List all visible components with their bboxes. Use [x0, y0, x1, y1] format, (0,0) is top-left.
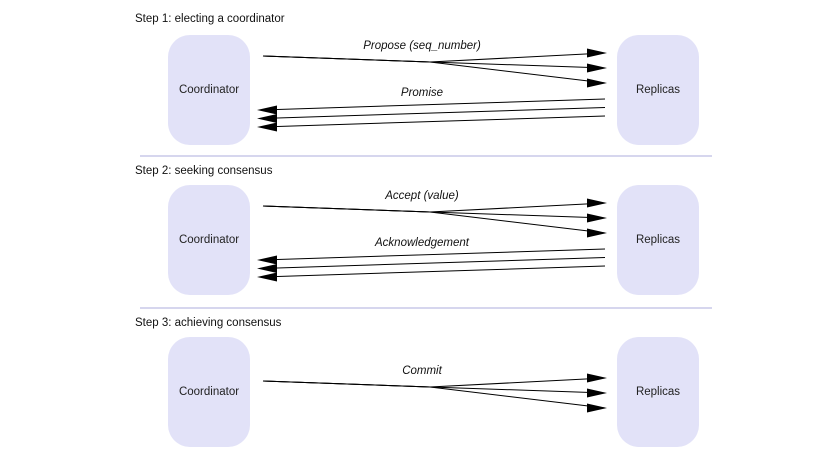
arrowhead	[257, 122, 277, 132]
replicas-node-step-2: Replicas	[617, 185, 699, 295]
arrow-line	[262, 380, 606, 409]
step-2-title: Step 2: seeking consensus	[135, 165, 273, 177]
replicas-node-step-3: Replicas	[617, 337, 699, 447]
arrowhead	[257, 264, 277, 273]
coordinator-node-step-2: Coordinator	[168, 185, 250, 295]
message-label-acknowledgement: Acknowledgement	[374, 237, 470, 249]
arrowhead	[587, 78, 607, 88]
arrowhead	[587, 403, 607, 413]
arrow-line	[262, 205, 606, 234]
step-3-title: Step 3: achieving consensus	[135, 317, 282, 329]
coordinator-node-step-1: Coordinator	[168, 35, 250, 145]
arrowhead	[587, 198, 607, 208]
divider-2	[140, 307, 712, 309]
arrowhead	[257, 114, 277, 123]
message-label-accept-value-: Accept (value)	[384, 190, 459, 202]
arrowhead	[587, 213, 607, 223]
arrowhead	[257, 255, 277, 265]
message-label-commit: Commit	[402, 365, 442, 377]
message-label-promise: Promise	[401, 87, 443, 99]
arrowhead	[257, 105, 277, 115]
arrow-line	[261, 265, 606, 278]
arrow-line	[261, 115, 606, 128]
arrowhead	[587, 373, 607, 383]
divider-1	[140, 155, 712, 157]
arrow-line	[261, 107, 606, 119]
arrowhead	[587, 228, 607, 238]
arrowhead	[587, 63, 607, 73]
arrowhead	[587, 388, 607, 398]
arrowhead	[587, 48, 607, 58]
arrow-line	[261, 98, 606, 111]
arrow-line	[261, 257, 606, 269]
step-1-title: Step 1: electing a coordinator	[135, 13, 285, 25]
arrow-line	[261, 248, 606, 261]
arrow-line	[262, 55, 606, 84]
replicas-node-step-1: Replicas	[617, 35, 699, 145]
arrowhead	[257, 272, 277, 282]
message-label-propose-seq-number-: Propose (seq_number)	[363, 40, 481, 52]
coordinator-node-step-3: Coordinator	[168, 337, 250, 447]
